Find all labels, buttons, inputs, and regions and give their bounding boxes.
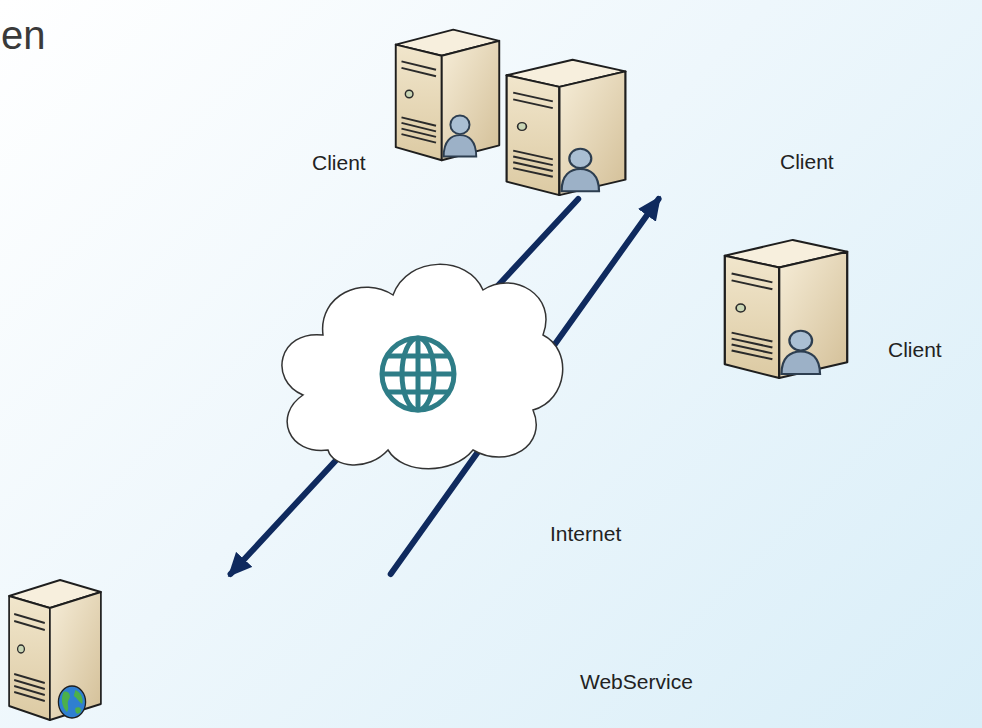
server-node: Client xyxy=(718,234,944,382)
server-node: Client xyxy=(312,24,505,175)
server-node: Client xyxy=(500,54,836,199)
server-symbol xyxy=(396,30,500,161)
server-icon xyxy=(500,54,632,199)
server-icon xyxy=(4,574,106,724)
server-symbol xyxy=(507,60,626,195)
server-icon xyxy=(718,234,854,382)
user-badge xyxy=(781,331,820,374)
slide-title: en xyxy=(1,12,46,58)
globe-badge xyxy=(58,686,85,718)
server-icon xyxy=(390,24,505,164)
cloud-icon xyxy=(268,250,568,472)
user-badge xyxy=(562,149,599,192)
node-label: Client xyxy=(780,150,834,174)
node-label: Internet xyxy=(550,522,621,546)
server-symbol xyxy=(725,240,847,378)
user-badge xyxy=(444,115,477,156)
cloud-outline xyxy=(282,264,563,468)
arrow-connector xyxy=(231,199,579,574)
network-cloud: Internet xyxy=(268,250,623,546)
node-label: Client xyxy=(312,151,366,175)
node-label: WebService xyxy=(580,670,693,694)
server-symbol xyxy=(9,580,101,720)
node-label: Client xyxy=(888,338,942,362)
server-node: WebService xyxy=(0,574,695,724)
globe-symbol xyxy=(382,338,454,410)
